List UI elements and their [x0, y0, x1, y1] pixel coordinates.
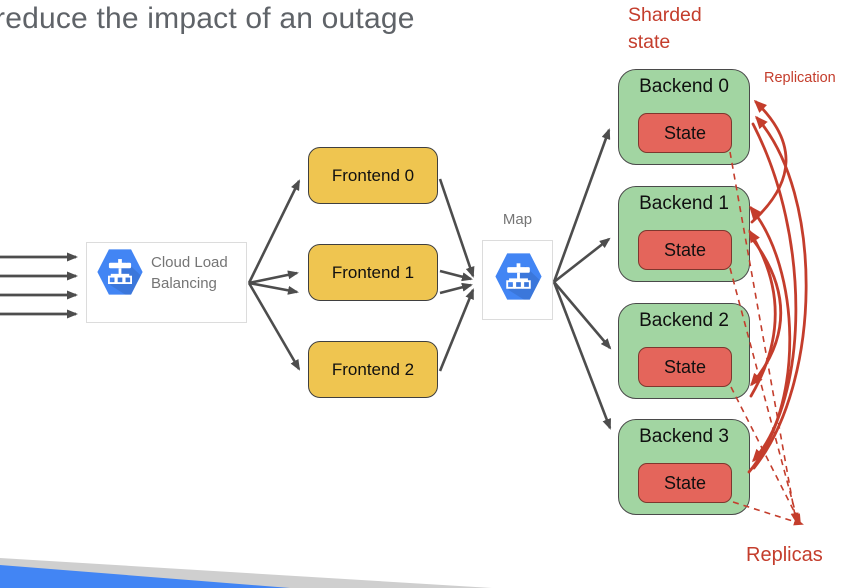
frontend-0-label: Frontend 0 [331, 165, 415, 185]
arrow-line [438, 288, 475, 372]
backend-0-box: Backend 0 State [618, 69, 750, 165]
backend-0-label: Backend 0 [639, 76, 729, 97]
arrow-line [247, 282, 301, 371]
arrow-line [552, 281, 612, 430]
cloud-load-balancing-node: Cloud Load Balancing [86, 242, 247, 323]
slide-title: reduce the impact of an outage [0, 2, 415, 35]
frontend-1-box: Frontend 1 [308, 244, 438, 301]
backend-1-box: Backend 1 State [618, 186, 750, 282]
frontend-2-box: Frontend 2 [308, 341, 438, 398]
sharded-state-annotation: Sharded state [628, 4, 702, 53]
frontend-2-label: Frontend 2 [331, 359, 415, 379]
frontend-0-box: Frontend 0 [308, 147, 438, 204]
lb-to-frontend-arrows [247, 179, 301, 371]
state-label: State [663, 239, 707, 260]
state-label: State [663, 472, 707, 493]
replication-arcs [747, 99, 808, 474]
backend-2-state-box: State [638, 347, 732, 387]
state-label: State [663, 122, 707, 143]
frontend-1-label: Frontend 1 [331, 262, 415, 282]
arrow-line [553, 281, 612, 350]
backend-1-state-box: State [638, 230, 732, 270]
cloud-load-balancing-icon [96, 248, 144, 296]
blue-wedge [0, 565, 290, 588]
slide-corner-decoration [0, 558, 492, 588]
backend-3-state-box: State [638, 463, 732, 503]
arrow-line [552, 128, 611, 283]
inbound-traffic-arrows [0, 252, 78, 319]
backend-1-label: Backend 1 [639, 193, 729, 214]
map-node [482, 240, 553, 320]
replication-arc [752, 115, 808, 470]
replication-arc [747, 205, 792, 474]
arrow-line [439, 282, 473, 295]
replication-arc [751, 122, 798, 463]
replication-annotation: Replication [764, 70, 836, 86]
cloud-load-balancing-label: Cloud Load Balancing [151, 254, 228, 292]
backend-3-label: Backend 3 [639, 426, 729, 447]
backend-0-state-box: State [638, 113, 732, 153]
gray-wedge [0, 558, 492, 588]
replication-arc [748, 229, 777, 398]
backend-2-label: Backend 2 [639, 310, 729, 331]
replication-arc [749, 235, 783, 387]
state-label: State [663, 356, 707, 377]
replication-arc [750, 99, 788, 224]
backend-3-box: Backend 3 State [618, 419, 750, 515]
arrow-line [247, 179, 301, 284]
backend-2-box: Backend 2 State [618, 303, 750, 399]
map-label: Map [502, 211, 533, 228]
arrow-line [553, 237, 611, 284]
replicas-annotation: Replicas [746, 544, 823, 566]
frontend-to-map-arrows [438, 178, 475, 372]
arrow-line [439, 269, 473, 282]
map-hexagon-icon [494, 252, 543, 301]
arrow-line [248, 281, 299, 295]
arrow-line [438, 178, 475, 278]
arrow-line [248, 270, 299, 285]
map-to-backend-arrows [552, 128, 612, 430]
